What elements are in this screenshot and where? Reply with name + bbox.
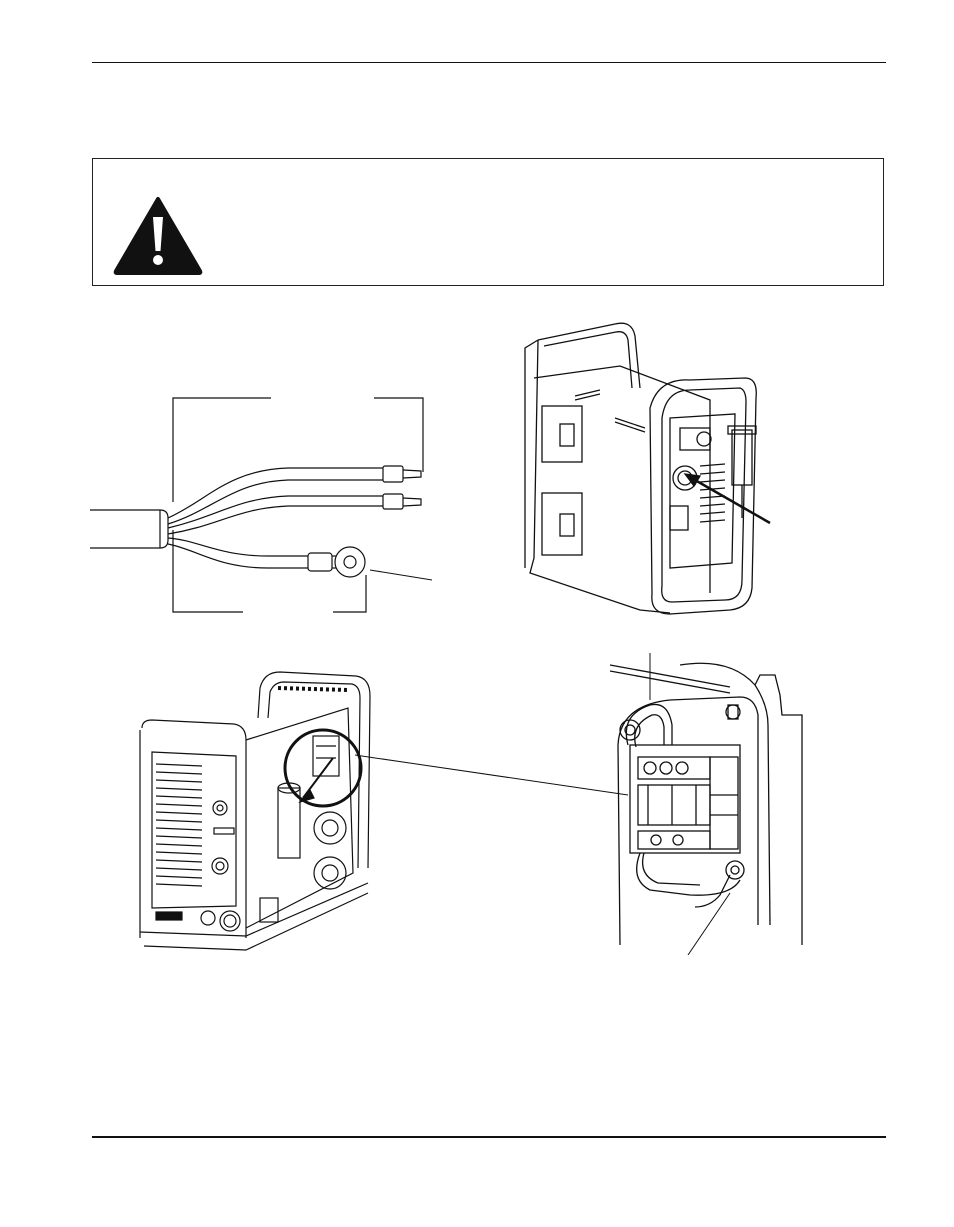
open-machine-figure	[139, 671, 371, 951]
power-cord-figure	[90, 397, 424, 613]
footer-rule	[92, 1136, 886, 1138]
warning-triangle-icon	[113, 197, 203, 275]
warning-box	[92, 158, 884, 286]
header-rule	[92, 62, 886, 63]
contactor-detail-figure	[609, 653, 803, 955]
rear-panel-figure	[524, 322, 771, 615]
